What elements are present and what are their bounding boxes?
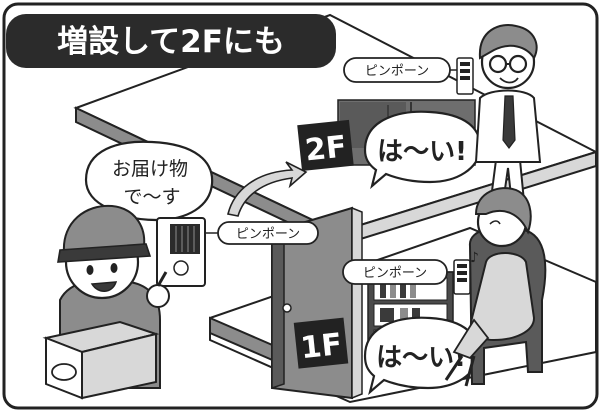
- chime-text-1f: ピンポーン: [363, 266, 427, 281]
- floor-label-1f: 1F: [299, 327, 344, 366]
- floor-sign-1f: 1F: [293, 317, 349, 369]
- intercom-monitor-2f-icon: [456, 57, 474, 95]
- delivery-text-line1: お届け物: [112, 158, 188, 180]
- chime-bubble-1f: ピンポーン: [342, 259, 456, 285]
- floor-sign-2f: 2F: [297, 119, 354, 172]
- chime-text-entrance: ピンポーン: [236, 227, 300, 242]
- reply-bubble-2f: は〜い!: [363, 110, 482, 190]
- chime-bubble-2f: ピンポーン: [343, 57, 458, 83]
- intercom-outdoor-station-icon: [156, 217, 206, 287]
- title-badge: 増設して2Fにも: [6, 14, 336, 68]
- music-note-icon: ♪: [470, 250, 479, 266]
- floor-label-2f: 2F: [303, 129, 348, 168]
- chime-text-2f: ピンポーン: [365, 64, 429, 79]
- reply-text-2f: は〜い!: [377, 137, 467, 167]
- signal-wave-icon: [227, 161, 308, 217]
- chime-bubble-entrance: ピンポーン: [204, 221, 319, 245]
- delivery-person-illustration: [42, 204, 170, 400]
- woman-1f-illustration: ♪: [444, 187, 547, 387]
- reply-text-1f: は〜い!: [376, 343, 466, 373]
- intercom-monitor-1f-icon: [453, 259, 471, 295]
- title-text: 増設して2Fにも: [57, 24, 285, 60]
- delivery-text-line2: で〜す: [123, 186, 180, 208]
